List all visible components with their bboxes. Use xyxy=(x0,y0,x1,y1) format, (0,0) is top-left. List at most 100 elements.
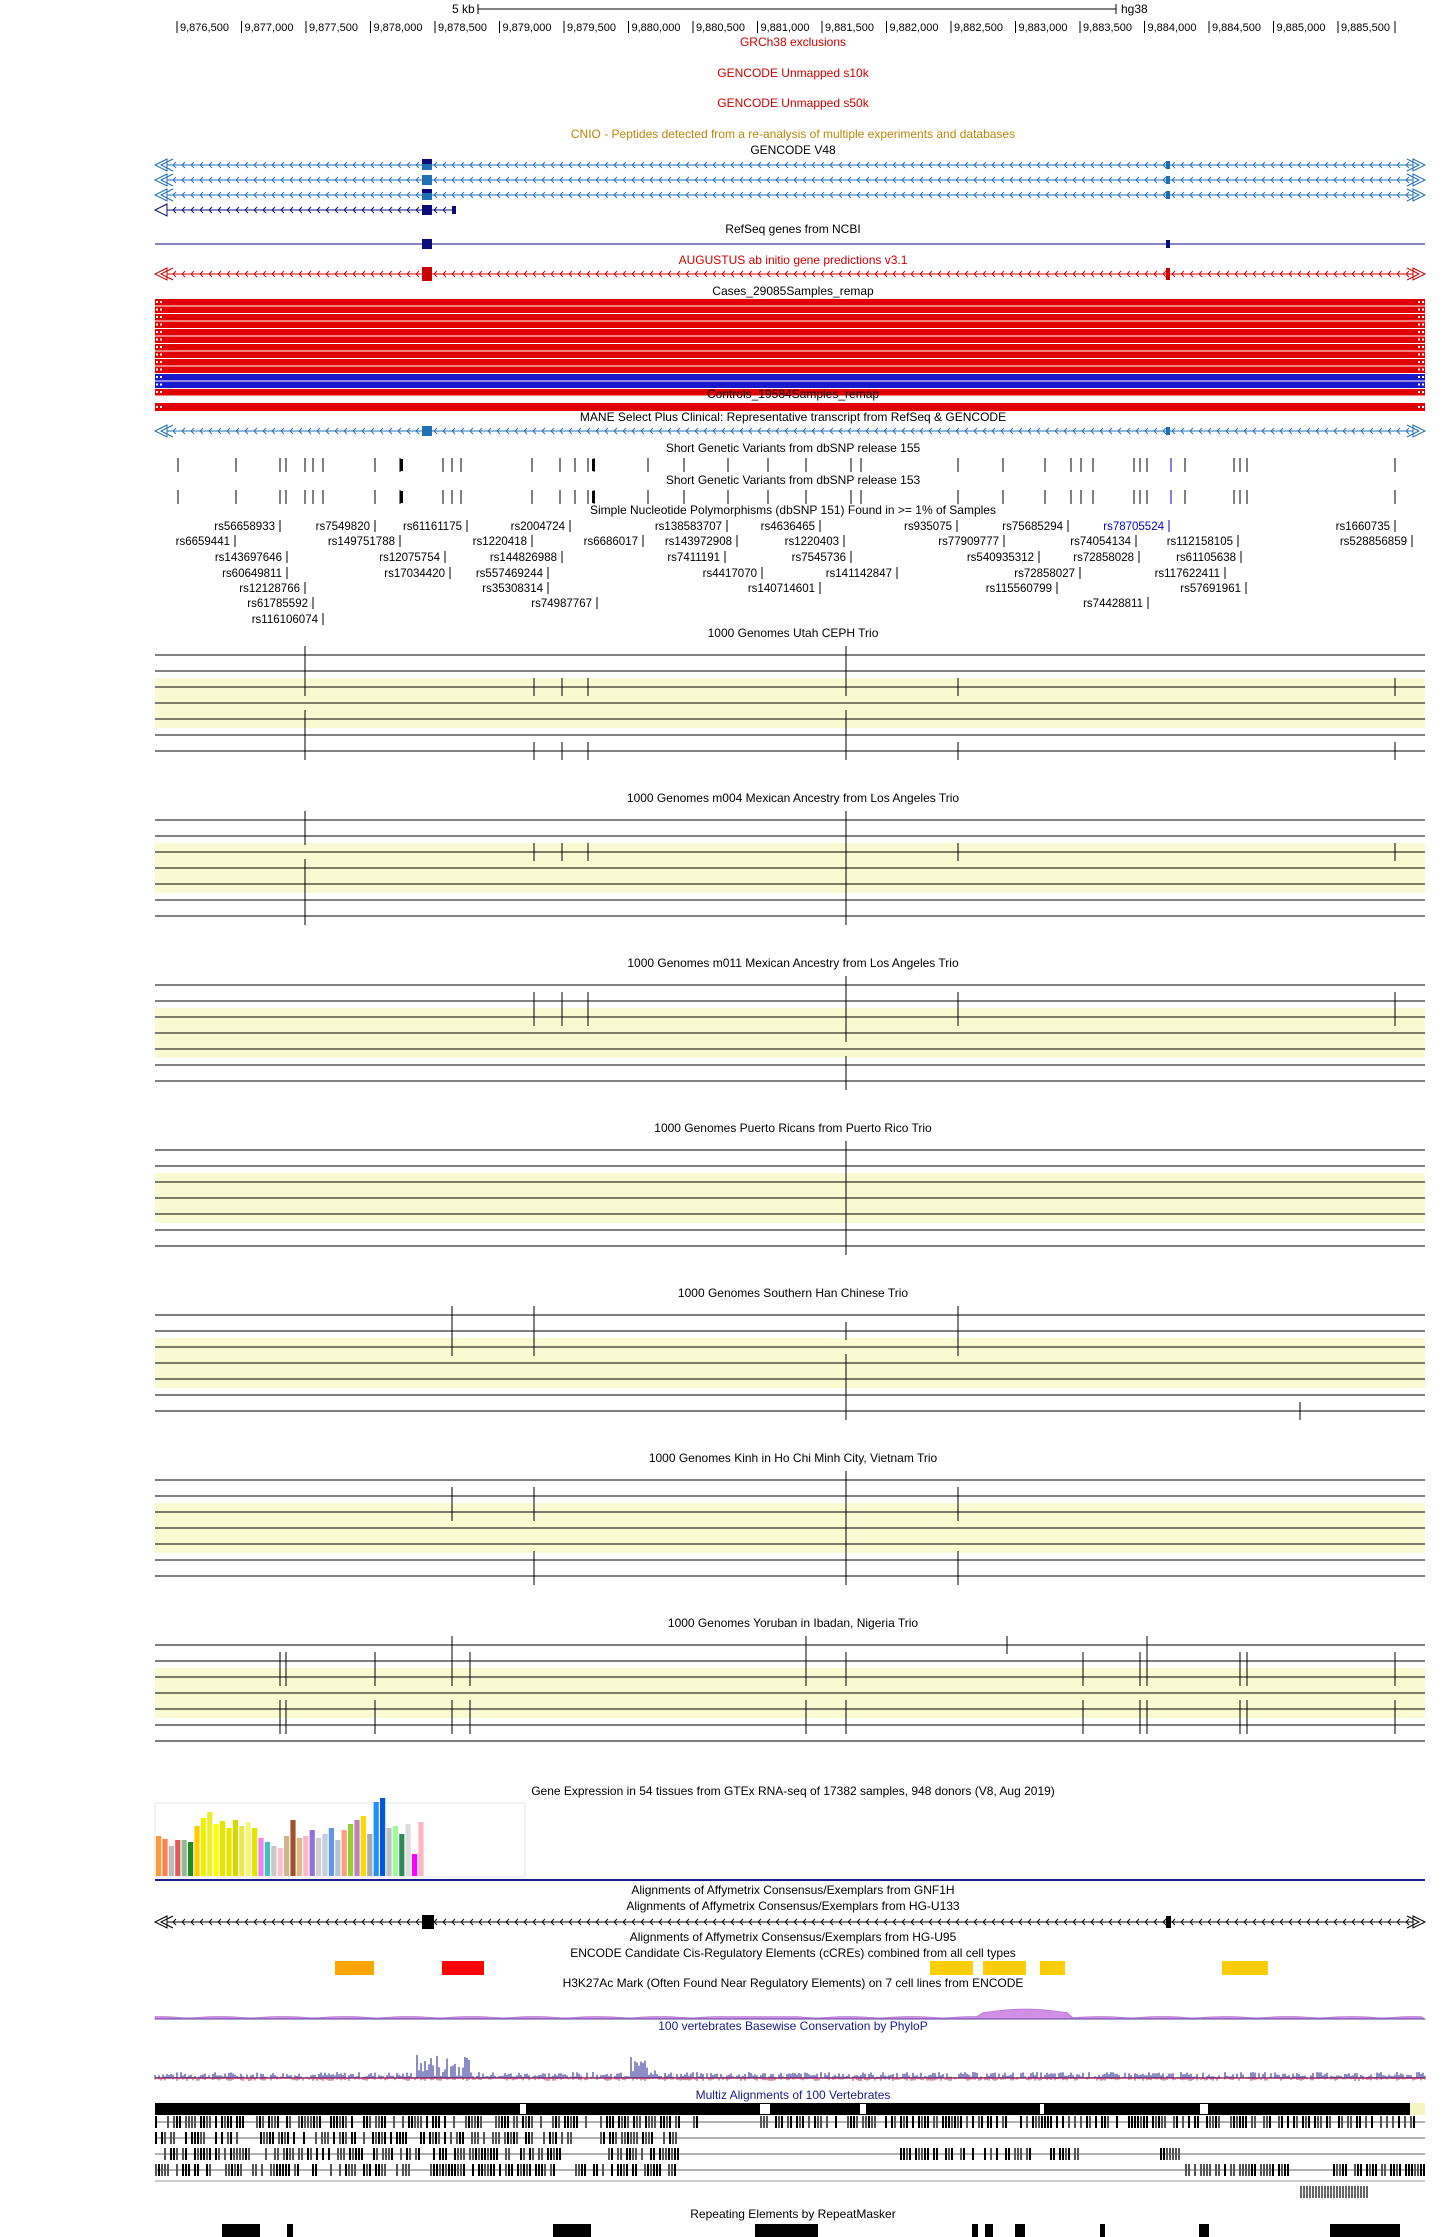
track-title-unmapped-s10k[interactable]: GENCODE Unmapped s10k xyxy=(717,66,869,80)
track-title-trio-ceph[interactable]: 1000 Genomes Utah CEPH Trio xyxy=(708,626,879,640)
augustus-chevron xyxy=(1342,270,1347,278)
gencode-transcript-chevron xyxy=(1018,176,1023,184)
gencode-short-transcript-chevron xyxy=(406,206,411,214)
track-title-cnio[interactable]: CNIO - Peptides detected from a re-analy… xyxy=(571,127,1015,141)
track-title-grch38-exclusions[interactable]: GRCh38 exclusions xyxy=(740,35,846,49)
affy-chevron xyxy=(343,1918,348,1926)
track-title-h3k27ac[interactable]: H3K27Ac Mark (Often Found Near Regulator… xyxy=(563,1976,1024,1990)
multiz-aligned-block xyxy=(835,2116,837,2128)
track-title-encode-ccre[interactable]: ENCODE Candidate Cis-Regulatory Elements… xyxy=(570,1946,1016,1960)
controls-remap-track[interactable] xyxy=(155,403,1425,411)
track-title-repeatmasker[interactable]: Repeating Elements by RepeatMasker xyxy=(690,2207,895,2221)
track-title-gencode[interactable]: GENCODE V48 xyxy=(750,143,836,157)
track-title-dbsnp153[interactable]: Short Genetic Variants from dbSNP releas… xyxy=(666,473,921,487)
multiz-aligned-block xyxy=(1296,2116,1298,2128)
multiz-aligned-block xyxy=(432,2132,434,2144)
affy-chevron xyxy=(1054,1918,1059,1926)
refseq-transcript[interactable] xyxy=(155,239,1425,249)
multiz-aligned-block xyxy=(1380,2116,1382,2128)
multiz-aligned-block xyxy=(236,2148,238,2160)
ruler-tick-label: 9,878,500 xyxy=(438,22,487,34)
multiz-aligned-block xyxy=(663,2116,665,2128)
multiz-alignments[interactable] xyxy=(155,2103,1425,2198)
augustus-chevron xyxy=(964,270,969,278)
track-title-phylop[interactable]: 100 vertebrates Basewise Conservation by… xyxy=(658,2019,927,2033)
multiz-aligned-block xyxy=(327,2132,329,2144)
multiz-aligned-block xyxy=(478,2164,480,2176)
track-title-trio-han[interactable]: 1000 Genomes Southern Han Chinese Trio xyxy=(678,1286,908,1300)
track-title-augustus[interactable]: AUGUSTUS ab initio gene predictions v3.1 xyxy=(679,253,908,267)
multiz-aligned-block xyxy=(790,2116,792,2128)
augustus-chevron xyxy=(217,270,222,278)
track-title-mane[interactable]: MANE Select Plus Clinical: Representativ… xyxy=(580,410,1006,424)
augustus-chevron xyxy=(937,270,942,278)
gencode-transcript-chevron xyxy=(190,191,195,199)
track-title-trio-m011[interactable]: 1000 Genomes m011 Mexican Ancestry from … xyxy=(627,956,959,970)
gencode-transcript-chevron xyxy=(658,176,663,184)
affy-chevron xyxy=(181,1918,186,1926)
snp-label: rs149751788 xyxy=(328,536,395,548)
gencode-transcript-chevron xyxy=(1261,176,1266,184)
affy-chevron xyxy=(1243,1918,1248,1926)
augustus-chevron xyxy=(370,270,375,278)
gencode-transcript-chevron xyxy=(514,176,519,184)
gencode-transcript-chevron xyxy=(1135,191,1140,199)
track-title-trio-pr[interactable]: 1000 Genomes Puerto Ricans from Puerto R… xyxy=(654,1121,932,1135)
multiz-aligned-block xyxy=(1169,2148,1171,2160)
snp-label: rs1220418 xyxy=(473,536,527,548)
affy-chevron xyxy=(1333,1918,1338,1926)
encode-ccre-elements[interactable] xyxy=(335,1961,1268,1975)
gencode-transcript-chevron xyxy=(721,176,726,184)
cases-remap-track[interactable] xyxy=(155,299,1425,396)
dbsnp153-variants[interactable] xyxy=(177,490,1396,504)
augustus-chevron xyxy=(1081,270,1086,278)
gencode-transcript-chevron xyxy=(649,176,654,184)
track-title-cases[interactable]: Cases_29085Samples_remap xyxy=(712,284,874,298)
gencode-transcript-chevron xyxy=(865,191,870,199)
track-title-gtex[interactable]: Gene Expression in 54 tissues from GTEx … xyxy=(531,1784,1055,1798)
mane-transcript[interactable] xyxy=(153,424,1427,438)
repeatmasker-elements[interactable] xyxy=(222,2224,1400,2237)
gencode-transcript-chevron xyxy=(658,161,663,169)
track-title-trio-kinh[interactable]: 1000 Genomes Kinh in Ho Chi Minh City, V… xyxy=(649,1451,938,1465)
track-title-unmapped-s50k[interactable]: GENCODE Unmapped s50k xyxy=(717,96,869,110)
snp-label: rs4417070 xyxy=(703,568,757,580)
multiz-aligned-block xyxy=(420,2116,422,2128)
multiz-aligned-block xyxy=(674,2148,676,2160)
gtex-tissue-bar xyxy=(399,1834,405,1876)
multiz-aligned-block xyxy=(1233,2116,1235,2128)
track-title-common-snps[interactable]: Simple Nucleotide Polymorphisms (dbSNP 1… xyxy=(590,503,996,517)
multiz-aligned-block xyxy=(1239,2164,1241,2176)
track-title-controls[interactable]: Controls_19584Samples_remap xyxy=(707,387,879,401)
augustus-prediction[interactable] xyxy=(153,267,1427,281)
affy-chevron xyxy=(649,1918,654,1926)
track-title-refseq[interactable]: RefSeq genes from NCBI xyxy=(725,222,860,236)
multiz-aligned-block xyxy=(182,2148,184,2160)
multiz-aligned-block xyxy=(1026,2116,1028,2128)
mane-chevron xyxy=(469,427,474,435)
affy-u133-alignment[interactable] xyxy=(153,1915,1427,1929)
track-title-affy-gnf1h[interactable]: Alignments of Affymetrix Consensus/Exemp… xyxy=(631,1883,954,1897)
track-title-affy-u95[interactable]: Alignments of Affymetrix Consensus/Exemp… xyxy=(630,1930,957,1944)
augustus-chevron xyxy=(235,270,240,278)
thousand-genomes-trios[interactable]: 1000 Genomes Utah CEPH Trio 1000 Genomes … xyxy=(155,626,1425,1742)
track-title-multiz[interactable]: Multiz Alignments of 100 Vertebrates xyxy=(696,2088,891,2102)
gtex-expression-bars[interactable] xyxy=(154,1798,526,1878)
track-title-affy-u133[interactable]: Alignments of Affymetrix Consensus/Exemp… xyxy=(626,1899,960,1913)
h3k27ac-signal[interactable] xyxy=(154,2008,1427,2020)
dbsnp155-variants[interactable] xyxy=(177,458,1396,472)
phylop-conservation[interactable] xyxy=(154,2054,1426,2081)
multiz-aligned-block xyxy=(611,2164,613,2176)
track-title-dbsnp155[interactable]: Short Genetic Variants from dbSNP releas… xyxy=(666,441,921,455)
multiz-aligned-block xyxy=(215,2148,217,2160)
multiz-aligned-block xyxy=(1287,2164,1289,2176)
gencode-transcript-chevron xyxy=(496,161,501,169)
gencode-transcripts[interactable] xyxy=(153,158,1427,217)
track-title-trio-yri[interactable]: 1000 Genomes Yoruban in Ibadan, Nigeria … xyxy=(668,1616,918,1630)
track-title-trio-m004[interactable]: 1000 Genomes m004 Mexican Ancestry from … xyxy=(627,791,959,805)
multiz-aligned-block xyxy=(444,2132,446,2144)
multiz-aligned-block xyxy=(224,2116,226,2128)
